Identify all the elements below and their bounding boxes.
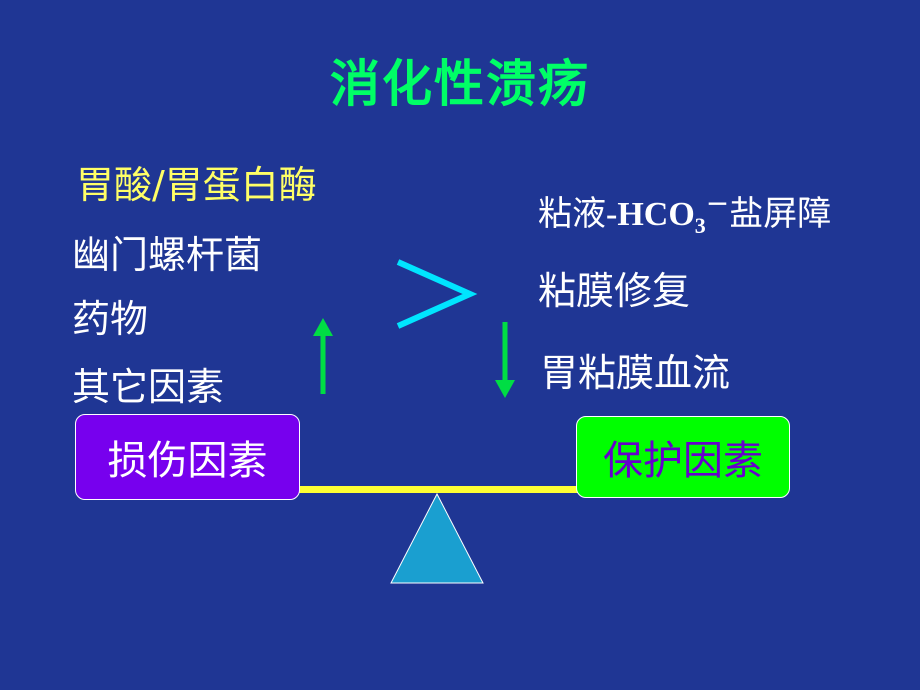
mucus-suffix: 盐屏障 — [729, 194, 832, 234]
damage-factor-others: 其它因素 — [72, 365, 225, 409]
damage-factors-box: 损伤因素 — [75, 414, 300, 500]
protect-factor-mucus-barrier: 粘液-HCO3−盐屏障 — [538, 186, 831, 239]
arrow-up-icon — [313, 318, 333, 394]
damage-box-label: 损伤因素 — [107, 438, 268, 484]
page-title: 消化性溃疡 — [330, 55, 590, 113]
mucus-formula: -HCO — [606, 196, 695, 233]
mucus-prefix-cjk: 粘液 — [538, 194, 606, 234]
protect-box-label: 保护因素 — [603, 438, 763, 484]
damage-factor-hp: 幽门螺杆菌 — [72, 233, 263, 277]
damage-factor-acid-pepsin: 胃酸/胃蛋白酶 — [76, 163, 317, 207]
damage-factor-drugs: 药物 — [72, 297, 149, 341]
protect-factor-mucosal-repair: 粘膜修复 — [538, 269, 691, 313]
mucus-prefix: 粘液-HCO — [538, 194, 695, 234]
balance-beam — [296, 486, 580, 493]
protect-factors-box: 保护因素 — [576, 416, 790, 498]
mucus-superscript: − — [705, 186, 730, 220]
triangle-fulcrum — [390, 492, 484, 584]
arrow-down-icon — [495, 322, 515, 398]
protect-factor-blood-flow: 胃粘膜血流 — [540, 351, 731, 395]
mucus-subscript: 3 — [694, 212, 706, 238]
greater-than-symbol — [396, 259, 478, 329]
